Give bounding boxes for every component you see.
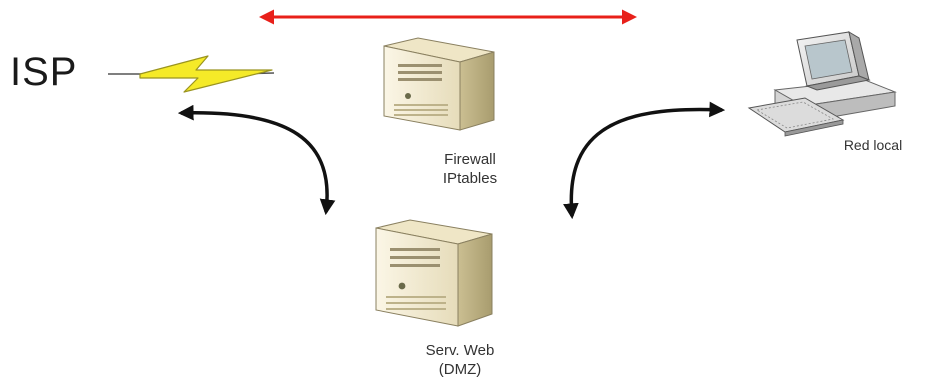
isp-label: ISP: [10, 50, 78, 94]
local-network-label: Red local: [843, 137, 903, 153]
firewall-label-line2: IPtables: [442, 170, 498, 187]
firewall-label-line1: Firewall: [444, 151, 496, 168]
web-server-icon: [375, 219, 493, 327]
firewall-server-icon: [383, 37, 495, 131]
firewall-label: Firewall IPtables: [400, 150, 540, 188]
lan-web-curved-arrow: [563, 101, 726, 220]
web-server-label-line1: Serv. Web: [425, 342, 495, 359]
desktop-computer-icon: [747, 30, 897, 137]
web-server-label: Serv. Web (DMZ): [385, 341, 535, 379]
isp-web-curved-arrow: [177, 104, 336, 216]
web-server-label-line2: (DMZ): [438, 361, 482, 378]
lightning-bolt-icon: [108, 55, 275, 93]
